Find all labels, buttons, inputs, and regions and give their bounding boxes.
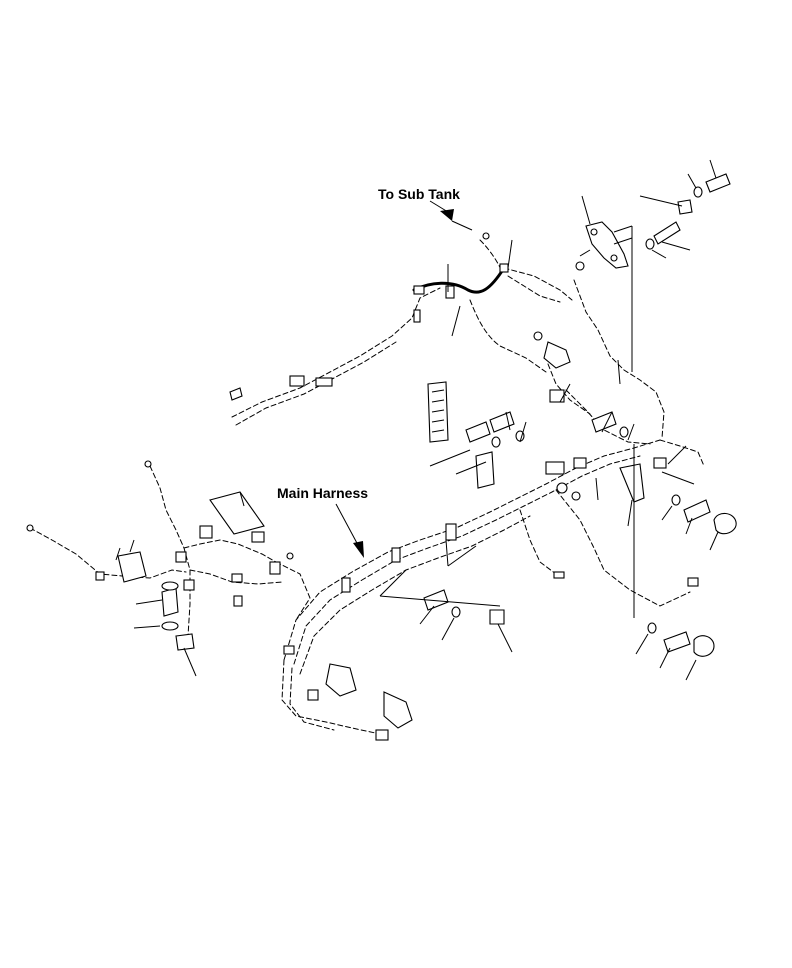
center-connector-group (427, 381, 635, 489)
left-fasteners (133, 581, 197, 677)
upper-bracket-assembly (579, 159, 731, 372)
main-harness (281, 439, 705, 741)
main-harness-arrow (335, 503, 364, 558)
upper-leader-lines (447, 239, 621, 403)
left-harness (26, 460, 311, 637)
upper-harness (229, 232, 665, 445)
main-harness-fasteners (379, 539, 513, 653)
to-sub-tank-label: To Sub Tank (378, 186, 460, 202)
main-harness-label: Main Harness (277, 485, 368, 501)
to-sub-tank-arrow (429, 200, 473, 231)
right-fasteners (595, 444, 737, 681)
